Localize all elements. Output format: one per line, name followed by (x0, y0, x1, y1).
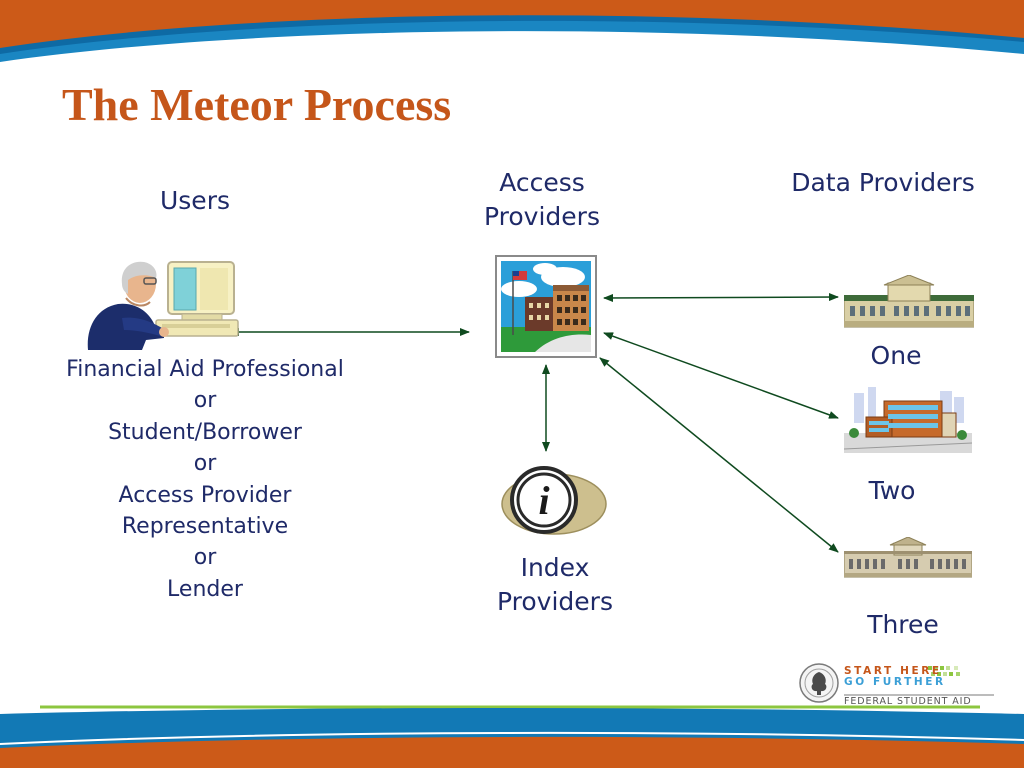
data-provider-two-label: Two (868, 476, 916, 505)
federal-student-aid-logo: START HERE GO FURTHER FEDERAL STUDENT AI… (799, 663, 994, 706)
access-providers-heading-line2: Providers (484, 202, 600, 231)
logo-line-federal-student-aid: FEDERAL STUDENT AID (844, 696, 972, 706)
index-providers-label: Index Providers (475, 551, 635, 619)
info-icon: i (501, 466, 607, 535)
page-title: The Meteor Process (62, 79, 452, 130)
users-role-line: Lender (167, 576, 243, 602)
arrow-access-to-one (603, 293, 839, 302)
logo-line-start-here: START HERE (844, 665, 942, 677)
svg-text:i: i (538, 478, 549, 523)
users-role-line: or (193, 451, 217, 477)
access-providers-heading-line1: Access (499, 168, 585, 197)
users-role-line: or (193, 545, 217, 571)
users-role-line: Representative (121, 514, 289, 540)
users-role-line: Financial Aid Professional (66, 357, 344, 382)
data-provider-three-building-icon (844, 537, 972, 578)
data-provider-one-label: One (870, 341, 922, 370)
data-provider-two-building-icon (844, 387, 972, 453)
users-role-line: Access Provider (118, 482, 292, 508)
users-role-line: or (193, 388, 217, 414)
user-at-computer-icon (87, 261, 239, 350)
users-role-line: Student/Borrower (108, 419, 302, 445)
data-provider-three-label: Three (867, 610, 939, 639)
index-providers-label-line1: Index (520, 553, 590, 582)
users-heading: Users (159, 186, 230, 215)
data-provider-one-building-icon (844, 275, 974, 328)
access-providers-heading: Access Providers (462, 166, 622, 234)
logo-line-go-further: GO FURTHER (844, 676, 946, 688)
arrow-access-to-three (599, 357, 839, 553)
arrow-access-to-two (603, 332, 839, 419)
users-roles-list: Financial Aid Professional or Student/Bo… (20, 354, 390, 605)
data-providers-heading: Data Providers (791, 168, 975, 197)
logo-dots (928, 666, 960, 676)
bottom-banner (0, 700, 1024, 768)
access-provider-building-icon (495, 255, 597, 358)
top-banner (0, 0, 1024, 70)
index-providers-label-line2: Providers (497, 587, 613, 616)
